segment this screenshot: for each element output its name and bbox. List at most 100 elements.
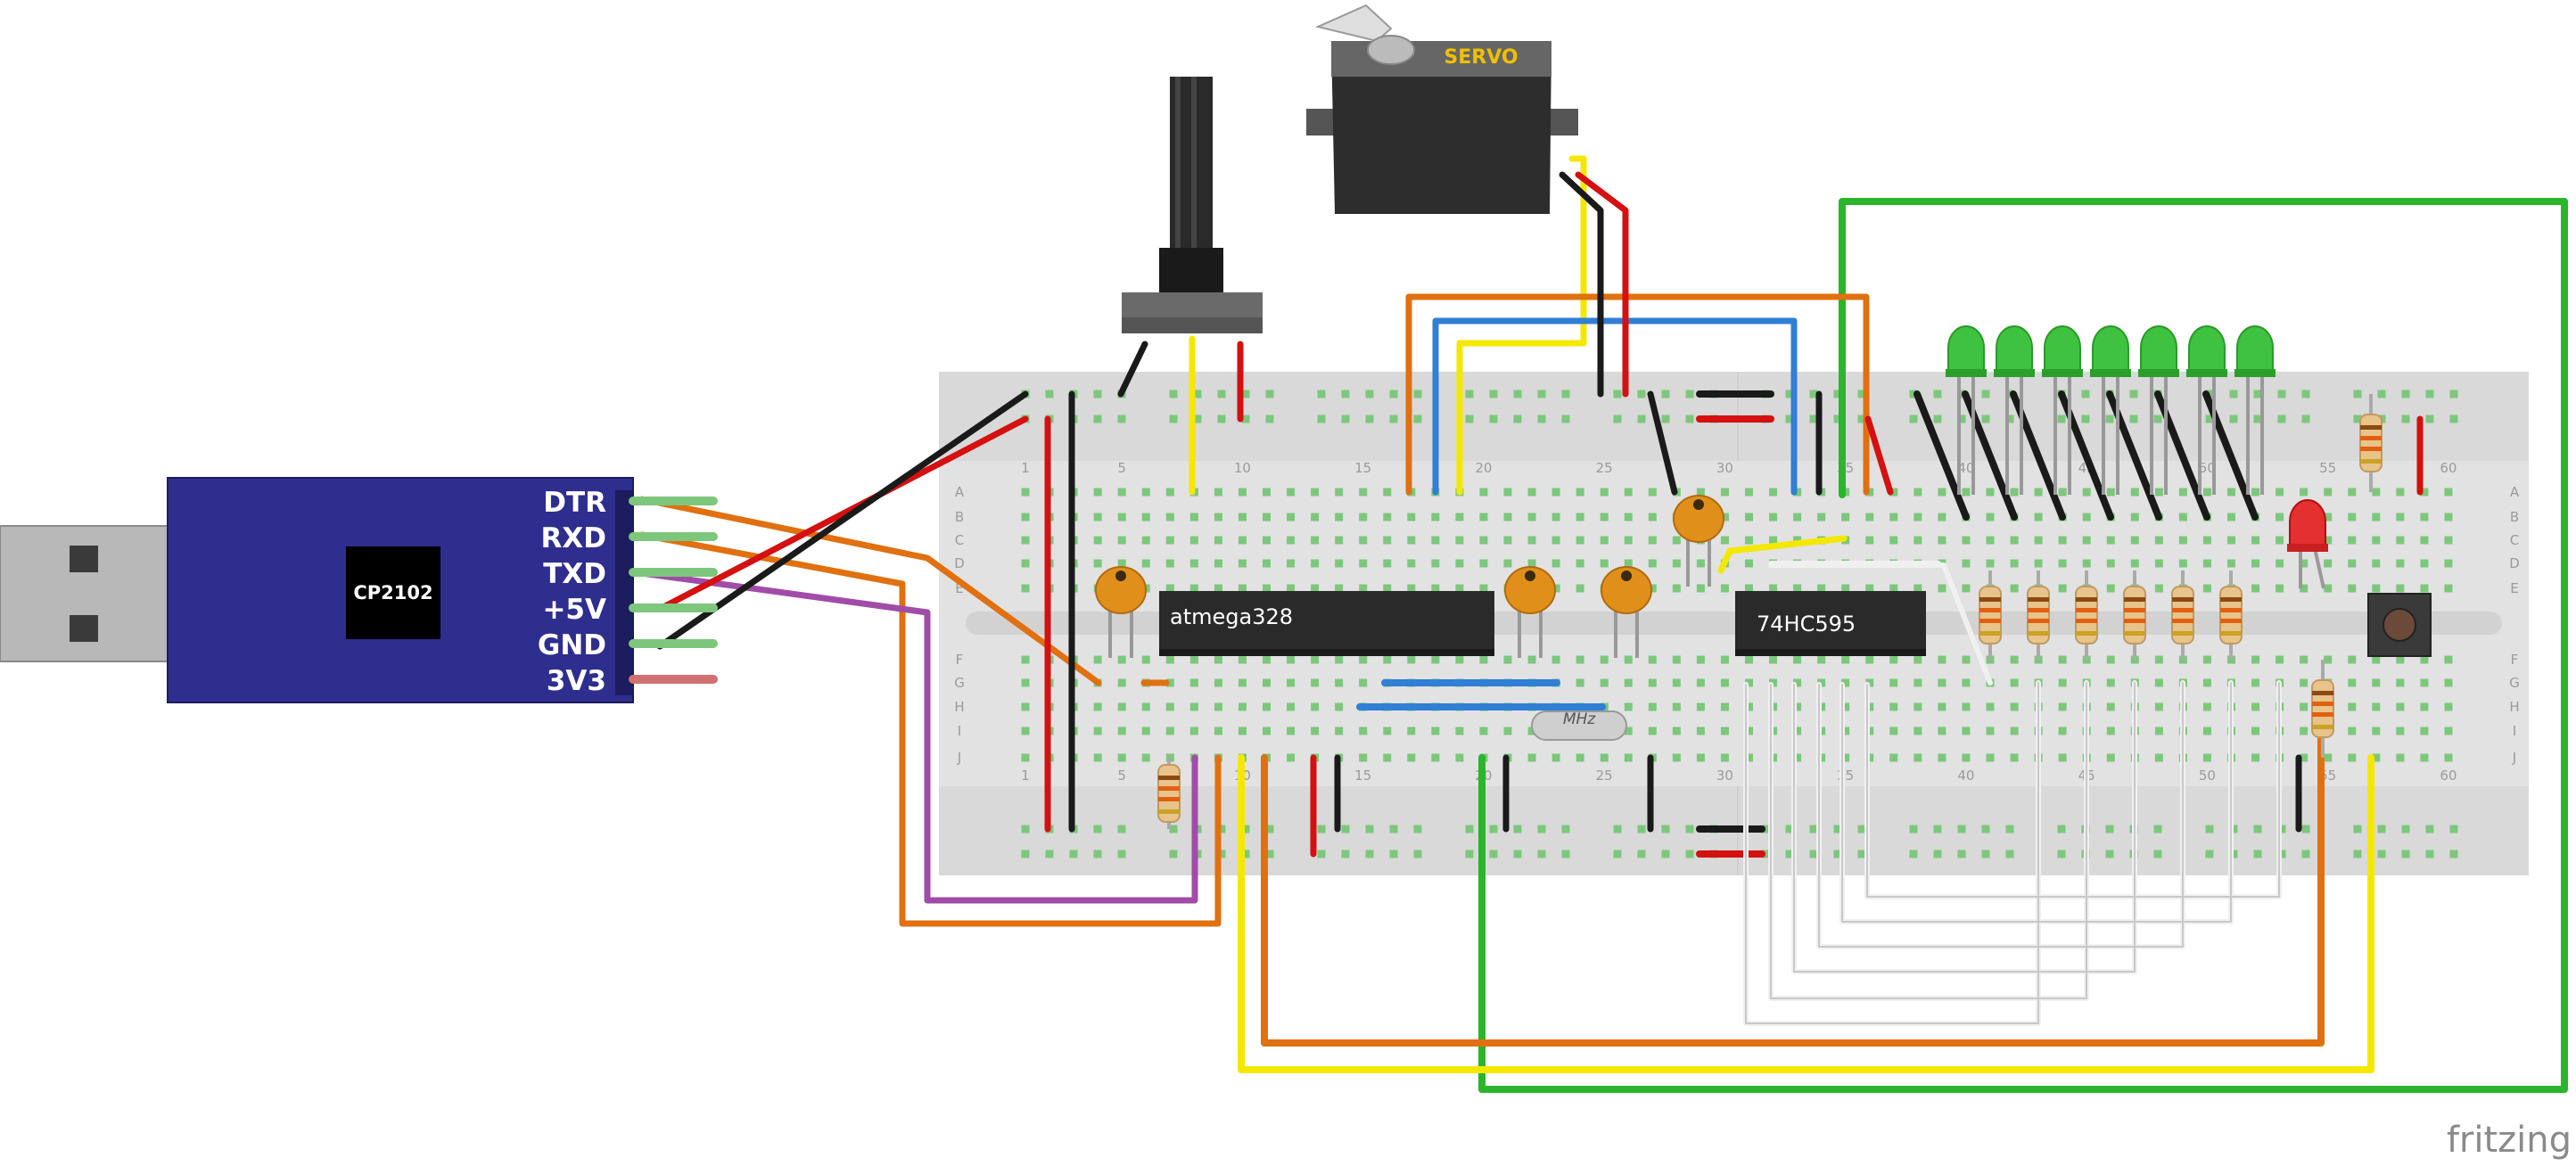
breadboard-hole[interactable] xyxy=(1359,655,1368,664)
breadboard-hole[interactable] xyxy=(1169,390,1178,398)
breadboard-hole[interactable] xyxy=(1311,513,1320,521)
breadboard-hole[interactable] xyxy=(1359,584,1368,593)
breadboard-hole[interactable] xyxy=(1335,727,1344,735)
breadboard-hole[interactable] xyxy=(2202,536,2211,545)
breadboard-hole[interactable] xyxy=(2420,727,2429,735)
breadboard-hole[interactable] xyxy=(1214,702,1222,711)
breadboard-hole[interactable] xyxy=(1117,536,1126,545)
breadboard-hole[interactable] xyxy=(1359,727,1368,735)
breadboard-hole[interactable] xyxy=(2348,678,2357,687)
breadboard-hole[interactable] xyxy=(1165,536,1174,545)
breadboard-hole[interactable] xyxy=(2324,559,2333,568)
breadboard-hole[interactable] xyxy=(1263,513,1271,521)
breadboard-hole[interactable] xyxy=(1341,415,1350,423)
breadboard-hole[interactable] xyxy=(2205,825,2214,833)
breadboard-hole[interactable] xyxy=(1769,655,1778,664)
breadboard-hole[interactable] xyxy=(1389,850,1398,858)
breadboard-hole[interactable] xyxy=(1359,753,1368,762)
breadboard-hole[interactable] xyxy=(2229,390,2238,398)
breadboard-hole[interactable] xyxy=(1093,513,1102,521)
breadboard-hole[interactable] xyxy=(1833,850,1842,858)
breadboard-hole[interactable] xyxy=(1241,850,1250,858)
breadboard-hole[interactable] xyxy=(2034,559,2043,568)
breadboard-hole[interactable] xyxy=(2449,850,2458,858)
breadboard-hole[interactable] xyxy=(1359,488,1368,497)
breadboard-hole[interactable] xyxy=(1335,559,1344,568)
breadboard-hole[interactable] xyxy=(2010,536,2019,545)
breadboard-hole[interactable] xyxy=(1551,488,1560,497)
breadboard-hole[interactable] xyxy=(1962,559,1971,568)
breadboard-hole[interactable] xyxy=(1503,536,1512,545)
breadboard-hole[interactable] xyxy=(2301,415,2310,423)
breadboard-hole[interactable] xyxy=(1513,825,1522,833)
breadboard-hole[interactable] xyxy=(1214,536,1222,545)
breadboard-hole[interactable] xyxy=(1696,584,1705,593)
breadboard-hole[interactable] xyxy=(1335,513,1344,521)
breadboard-hole[interactable] xyxy=(1769,536,1778,545)
breadboard-hole[interactable] xyxy=(1785,390,1794,398)
breadboard-hole[interactable] xyxy=(2444,655,2453,664)
breadboard-hole[interactable] xyxy=(2396,655,2405,664)
breadboard-hole[interactable] xyxy=(1287,655,1296,664)
breadboard-hole[interactable] xyxy=(1335,702,1344,711)
breadboard-hole[interactable] xyxy=(1672,655,1681,664)
breadboard-hole[interactable] xyxy=(1214,488,1222,497)
breadboard-hole[interactable] xyxy=(1045,850,1054,858)
breadboard-hole[interactable] xyxy=(2253,825,2262,833)
breadboard-hole[interactable] xyxy=(1889,727,1898,735)
breadboard-hole[interactable] xyxy=(2106,702,2115,711)
breadboard-hole[interactable] xyxy=(2034,513,2043,521)
breadboard-hole[interactable] xyxy=(2202,488,2211,497)
breadboard-hole[interactable] xyxy=(2106,584,2115,593)
breadboard-hole[interactable] xyxy=(2205,850,2214,858)
breadboard-hole[interactable] xyxy=(2058,488,2067,497)
breadboard-hole[interactable] xyxy=(1841,584,1850,593)
breadboard-hole[interactable] xyxy=(1865,584,1874,593)
breadboard-hole[interactable] xyxy=(1913,536,1922,545)
breadboard-hole[interactable] xyxy=(2353,415,2362,423)
breadboard-hole[interactable] xyxy=(1576,678,1584,687)
breadboard-hole[interactable] xyxy=(1865,536,1874,545)
breadboard-hole[interactable] xyxy=(1217,415,1226,423)
breadboard-hole[interactable] xyxy=(1093,390,1102,398)
breadboard-hole[interactable] xyxy=(1311,702,1320,711)
breadboard-hole[interactable] xyxy=(1624,727,1633,735)
breadboard-hole[interactable] xyxy=(2130,536,2139,545)
breadboard-hole[interactable] xyxy=(1479,536,1488,545)
breadboard-hole[interactable] xyxy=(1238,678,1247,687)
breadboard-hole[interactable] xyxy=(1793,513,1802,521)
breadboard-hole[interactable] xyxy=(2005,825,2014,833)
breadboard-hole[interactable] xyxy=(2129,415,2138,423)
breadboard-hole[interactable] xyxy=(1576,488,1584,497)
breadboard-hole[interactable] xyxy=(2227,488,2235,497)
breadboard-hole[interactable] xyxy=(2057,850,2066,858)
breadboard-hole[interactable] xyxy=(1986,488,1995,497)
breadboard-hole[interactable] xyxy=(1189,678,1198,687)
breadboard-hole[interactable] xyxy=(2420,678,2429,687)
breadboard-hole[interactable] xyxy=(2277,390,2286,398)
breadboard-hole[interactable] xyxy=(1169,850,1178,858)
breadboard-hole[interactable] xyxy=(1455,727,1464,735)
breadboard-hole[interactable] xyxy=(1793,702,1802,711)
breadboard-hole[interactable] xyxy=(1909,415,1918,423)
breadboard-hole[interactable] xyxy=(2348,559,2357,568)
breadboard-hole[interactable] xyxy=(1962,753,1971,762)
breadboard-hole[interactable] xyxy=(1685,390,1694,398)
breadboard-hole[interactable] xyxy=(1189,702,1198,711)
breadboard-hole[interactable] xyxy=(2106,727,2115,735)
breadboard-hole[interactable] xyxy=(2081,415,2090,423)
breadboard-hole[interactable] xyxy=(2251,753,2260,762)
breadboard-hole[interactable] xyxy=(1648,536,1657,545)
breadboard-hole[interactable] xyxy=(1933,850,1942,858)
breadboard-hole[interactable] xyxy=(1745,584,1753,593)
breadboard-hole[interactable] xyxy=(1287,488,1296,497)
breadboard-hole[interactable] xyxy=(1986,513,1995,521)
breadboard-hole[interactable] xyxy=(1841,727,1850,735)
breadboard-hole[interactable] xyxy=(1341,850,1350,858)
breadboard-hole[interactable] xyxy=(1311,559,1320,568)
breadboard-hole[interactable] xyxy=(1238,488,1247,497)
breadboard-hole[interactable] xyxy=(2253,850,2262,858)
breadboard-hole[interactable] xyxy=(1489,825,1498,833)
breadboard-hole[interactable] xyxy=(1613,825,1622,833)
breadboard-hole[interactable] xyxy=(1263,702,1271,711)
